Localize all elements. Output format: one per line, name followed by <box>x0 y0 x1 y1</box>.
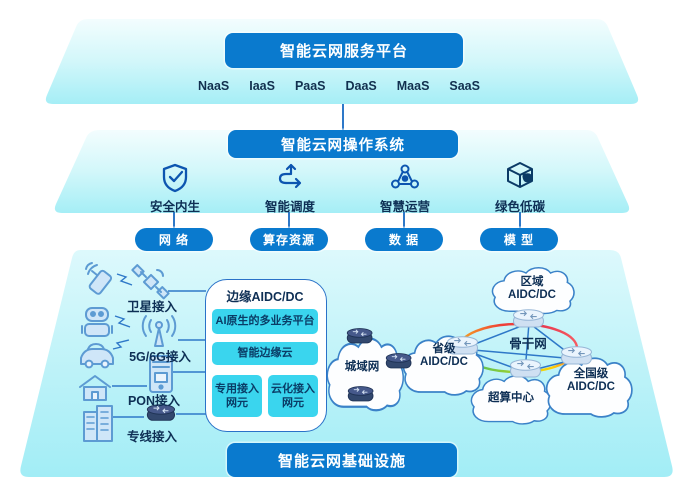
service-model-label: MaaS <box>396 79 430 93</box>
service-models-row: NaaS IaaS PaaS DaaS MaaS SaaS <box>198 79 480 93</box>
backbone-network-label: 骨干网 <box>509 337 547 351</box>
capability-label-operation: 智慧运营 <box>379 200 431 214</box>
house-icon <box>79 375 111 401</box>
access-link-lines <box>112 273 206 418</box>
capability-label-scheduling: 智能调度 <box>264 200 316 214</box>
backbone-router-icon <box>512 309 545 328</box>
shield-check-icon <box>162 163 188 193</box>
service-model-label: PaaS <box>294 79 326 93</box>
resource-pill-network: 网 络 <box>135 228 213 251</box>
cloud-label-line: AIDC/DC <box>567 381 615 393</box>
car-icon <box>80 343 114 369</box>
layer-connector-lines <box>173 104 521 230</box>
satellite-icon <box>131 264 170 300</box>
green-cube-icon <box>507 162 533 188</box>
os-title: 智能云网操作系统 <box>228 130 458 158</box>
resource-pill-data: 数 据 <box>365 228 443 251</box>
edge-element-dedicated: 专用接入网元 <box>212 375 262 417</box>
service-model-label: NaaS <box>198 79 230 93</box>
capability-label-green: 绿色低碳 <box>494 200 546 214</box>
national-aidc-label: 全国级 AIDC/DC <box>567 368 615 394</box>
access-label-pon: PON接入 <box>127 394 181 408</box>
regional-aidc-label: 区域 AIDC/DC <box>508 276 556 302</box>
dispatch-arrows-icon <box>278 163 302 189</box>
onu-server-icon <box>149 355 173 393</box>
satellite-phone-icon <box>85 262 113 295</box>
backbone-router-icon <box>509 359 542 378</box>
wireless-bolt-icon <box>112 339 130 350</box>
cloud-label-line: AIDC/DC <box>508 289 556 301</box>
5g-tower-icon <box>141 315 177 347</box>
cloud-label-line: 省级 <box>432 343 456 355</box>
cloud-label-line: 全国级 <box>573 368 609 380</box>
capability-label-security: 安全内生 <box>149 200 201 214</box>
building-icon <box>83 405 113 442</box>
cloud-label-line: 区域 <box>520 276 544 288</box>
access-label-leased-line: 专线接入 <box>126 430 178 444</box>
cloud-label-line: AIDC/DC <box>420 356 468 368</box>
resource-pill-model: 模 型 <box>480 228 558 251</box>
service-model-label: IaaS <box>249 79 275 93</box>
edge-platform-ai: AI原生的多业务平台 <box>212 309 318 334</box>
robot-icon <box>81 307 113 337</box>
access-label-satellite: 卫星接入 <box>126 300 178 314</box>
metro-router-icon <box>347 386 374 402</box>
resource-pill-compute-storage: 算存资源 <box>250 228 328 251</box>
os-layer-panel <box>54 130 630 213</box>
backbone-router-icon <box>560 346 593 365</box>
wireless-bolt-icon <box>116 273 133 286</box>
edge-aidc-title: 边缘AIDC/DC <box>226 290 304 304</box>
wireless-bolt-icon <box>114 315 131 328</box>
service-model-label: SaaS <box>449 79 480 93</box>
infrastructure-title: 智能云网基础设施 <box>227 443 457 477</box>
metro-network-label: 城域网 <box>344 361 380 373</box>
supercomputing-label: 超算中心 <box>488 392 534 404</box>
metro-router-icon <box>385 353 412 369</box>
edge-element-cloudified: 云化接入网元 <box>268 375 318 417</box>
provincial-aidc-label: 省级 AIDC/DC <box>420 343 468 369</box>
service-platform-title: 智能云网服务平台 <box>225 33 463 68</box>
access-label-5g6g: 5G/6G接入 <box>129 350 191 364</box>
metro-router-icon <box>346 328 373 344</box>
service-model-label: DaaS <box>345 79 377 93</box>
edge-platform-cloud: 智能边缘云 <box>212 342 318 365</box>
network-nodes-icon <box>391 164 419 189</box>
